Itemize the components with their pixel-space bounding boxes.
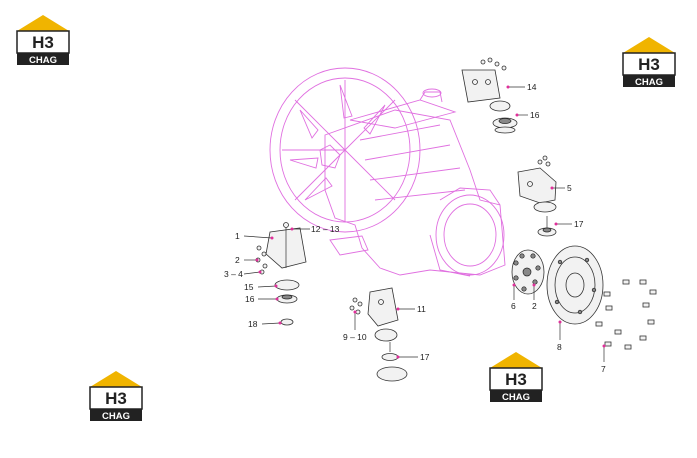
watermark-logo: H3 CHAG	[15, 13, 71, 67]
oil-pan-front	[329, 235, 369, 256]
logo-brand-top: H3	[32, 33, 54, 52]
front-left-mount	[255, 222, 307, 326]
mount-17-bottom	[381, 353, 399, 361]
callout-8: 8	[557, 342, 562, 352]
fan-blades	[282, 80, 396, 222]
callout-17-right: 17	[574, 219, 584, 229]
callout-14: 14	[527, 82, 537, 92]
callout-6: 6	[511, 301, 516, 311]
logo-brand-top: H3	[505, 370, 527, 389]
flywheel-housing-outer	[435, 194, 505, 276]
bracket-5	[517, 167, 557, 204]
callout-labels: 1 12 – 13 2 3 – 4 15 16 18 14 16 5 17 11…	[224, 82, 606, 374]
valve-cover	[349, 99, 457, 129]
logo-brand-bottom: CHAG	[502, 392, 530, 403]
watermark-logo: H3 CHAG	[621, 35, 677, 89]
nut-18	[280, 318, 294, 326]
callout-16-left: 16	[245, 294, 255, 304]
callout-5: 5	[567, 183, 572, 193]
callout-17-bottom: 17	[420, 352, 430, 362]
callout-18: 18	[248, 319, 258, 329]
filler-cap	[422, 88, 442, 98]
callout-1: 1	[235, 231, 240, 241]
callout-7: 7	[601, 364, 606, 374]
flywheel-housing-inner	[443, 203, 497, 267]
cushion-15	[274, 279, 300, 291]
logo-brand-top: H3	[638, 55, 660, 74]
callout-2-left: 2	[235, 255, 240, 265]
housing-bottom	[429, 234, 471, 277]
callout-2-right: 2	[532, 301, 537, 311]
callout-3-4: 3 – 4	[224, 269, 243, 279]
block-ribs	[359, 124, 466, 201]
watermark-logo: H3 CHAG	[488, 350, 544, 404]
logo-brand-bottom: CHAG	[29, 55, 57, 66]
leader-lines	[243, 85, 606, 362]
bracket-11	[367, 287, 399, 327]
right-mount	[517, 155, 557, 237]
engine-block	[324, 109, 506, 276]
alternator	[319, 144, 341, 169]
callout-11: 11	[417, 304, 426, 314]
callout-15: 15	[244, 282, 254, 292]
logo-brand-bottom: CHAG	[635, 77, 663, 88]
callout-16-right: 16	[530, 110, 540, 120]
callout-12-13: 12 – 13	[311, 224, 340, 234]
top-right-mount	[461, 57, 518, 134]
cushion-5	[533, 201, 557, 213]
filler-neck	[419, 91, 443, 103]
callout-9-10: 9 – 10	[343, 332, 367, 342]
logo-brand-bottom: CHAG	[102, 411, 130, 422]
bracket-14	[461, 69, 501, 103]
engine-outline	[269, 67, 506, 277]
cushion-top	[489, 100, 511, 112]
housing-top	[439, 187, 501, 206]
watermark-logo: H3 CHAG	[88, 369, 144, 423]
logo-brand-top: H3	[105, 389, 127, 408]
flywheel-group	[511, 245, 657, 350]
bolts-7	[595, 279, 657, 350]
washer-bottom	[376, 366, 408, 382]
bottom-mount	[349, 287, 408, 382]
cushion-11	[374, 328, 398, 342]
